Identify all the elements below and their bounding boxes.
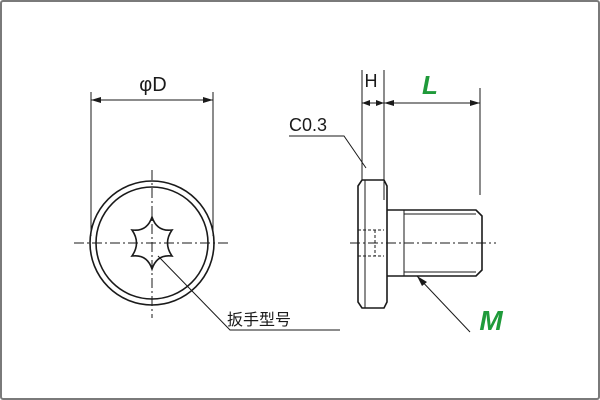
diameter-label: φD (139, 74, 166, 96)
thread-label: M (479, 305, 503, 336)
head-profile (357, 179, 388, 309)
head-height-label: H (365, 71, 378, 91)
thread-leader-line (416, 275, 471, 333)
length-label: L (422, 70, 438, 100)
chamfer-label: C0.3 (289, 115, 327, 135)
chamfer-leader-line (289, 135, 367, 169)
torx-recess-icon (130, 214, 174, 272)
side-view: H L C0.3 M (289, 70, 503, 336)
wrench-type-label: 扳手型号 (227, 310, 291, 329)
wrench-leader-line (157, 255, 340, 331)
front-view: φD 扳手型号 (74, 74, 340, 331)
